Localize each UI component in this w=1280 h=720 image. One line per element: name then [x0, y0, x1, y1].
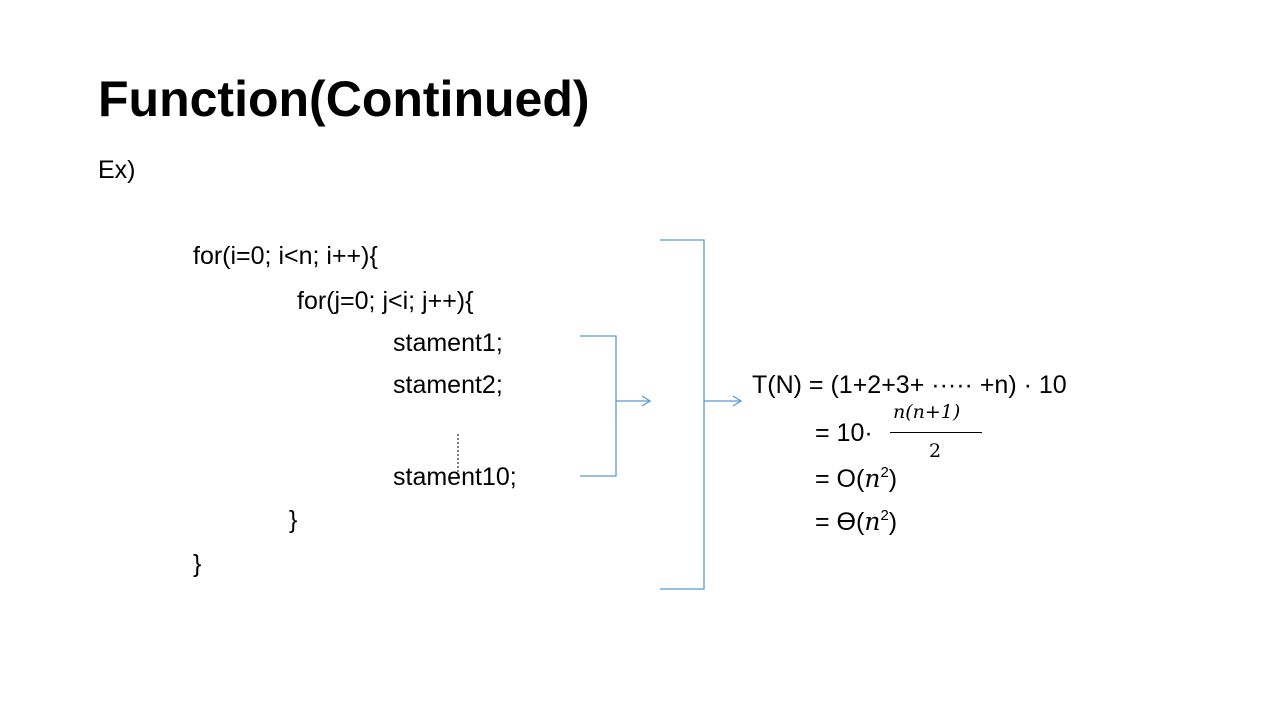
- code-line-outer-for: for(i=0; i<n; i++){: [193, 242, 378, 270]
- code-line-statement-1: stament1;: [393, 329, 503, 357]
- big-theta-prefix: = Ө(: [815, 508, 865, 536]
- fraction-numerator: n(n+1): [893, 401, 961, 423]
- code-line-inner-for: for(j=0; j<i; j++){: [297, 287, 474, 315]
- big-theta-base: n: [864, 507, 881, 536]
- equation-line-2-prefix: = 10·: [815, 419, 873, 447]
- big-theta-suffix: ): [888, 508, 898, 536]
- equation-line-3: = O(n2): [815, 465, 897, 492]
- inner-arrow-head: [641, 395, 652, 407]
- big-theta-exponent: 2: [880, 507, 889, 524]
- big-o-prefix: = O(: [815, 465, 865, 493]
- code-line-inner-close-brace: }: [289, 506, 298, 534]
- code-line-statement-10: stament10;: [393, 463, 517, 491]
- big-o-base: n: [864, 464, 881, 493]
- code-line-statement-2: stament2;: [393, 371, 503, 399]
- big-o-suffix: ): [888, 465, 898, 493]
- inner-bracket: [580, 335, 617, 477]
- fraction-denominator: 2: [929, 440, 942, 462]
- outer-bracket: [660, 239, 705, 590]
- example-label: Ex): [98, 156, 136, 184]
- big-o-exponent: 2: [880, 464, 889, 481]
- fraction-bar: [890, 432, 982, 433]
- outer-arrow-head: [732, 395, 743, 407]
- code-line-outer-close-brace: }: [193, 550, 202, 578]
- equation-line-4: = Ө(n2): [815, 508, 897, 535]
- equation-line-1: T(N) = (1+2+3+ ····· +n) · 10: [752, 371, 1067, 399]
- slide-title: Function(Continued): [98, 71, 590, 127]
